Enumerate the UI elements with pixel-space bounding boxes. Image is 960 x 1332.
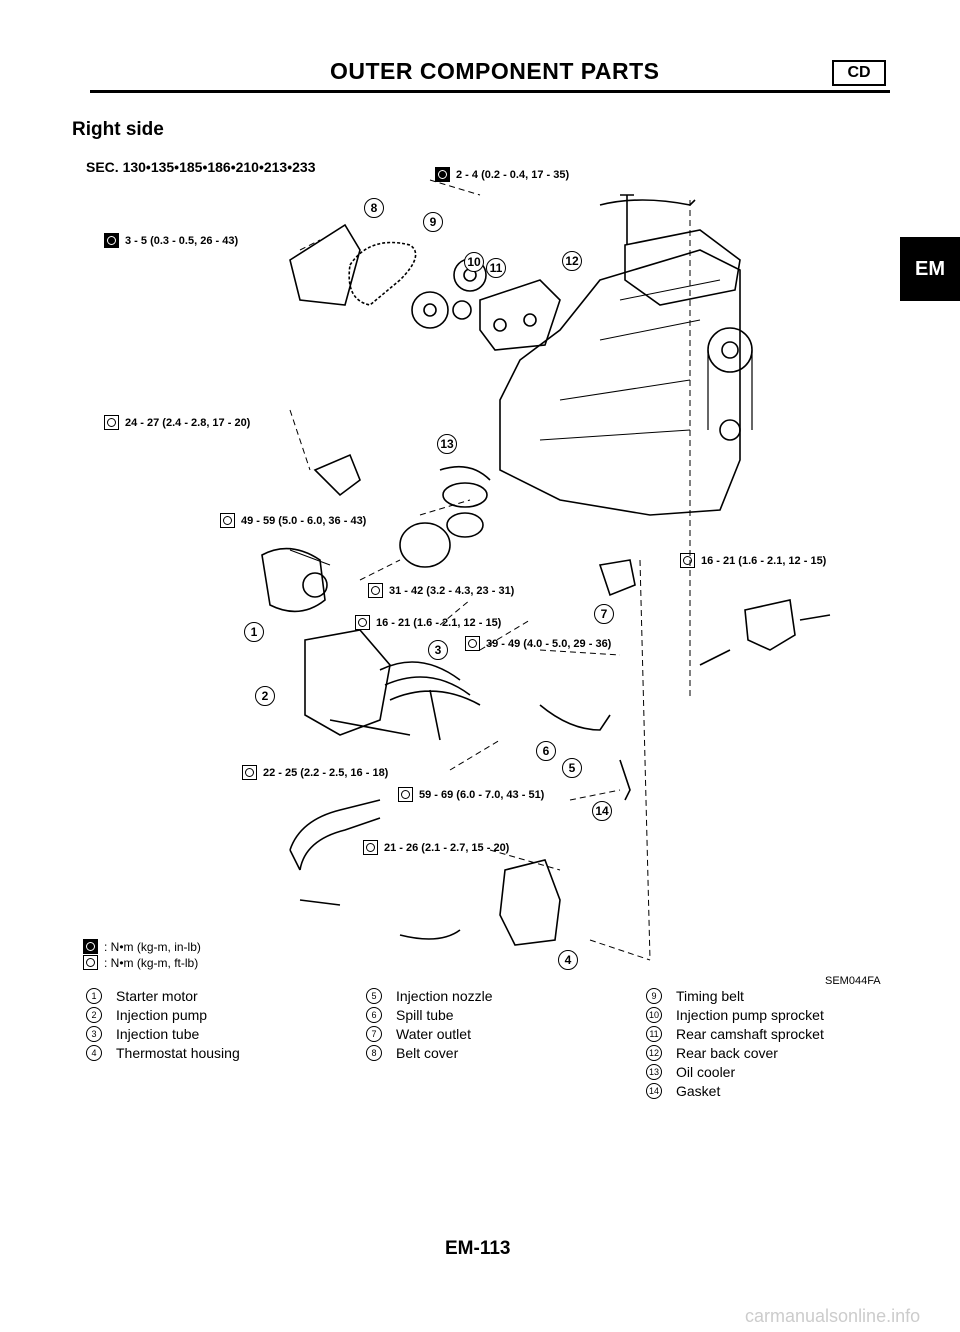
callout-4: 4: [558, 950, 578, 970]
oil-filter: [399, 522, 451, 568]
torque-ftlb-icon: [104, 415, 119, 430]
figure-code: SEM044FA: [825, 975, 881, 987]
injection-tube: [379, 661, 481, 741]
watermark[interactable]: carmanualsonline.info: [745, 1306, 921, 1326]
rear-back-cover: [479, 279, 561, 351]
water-outlet: [598, 559, 636, 597]
torque-spec: 31 - 42 (3.2 - 4.3, 23 - 31): [368, 583, 514, 598]
cd-badge: CD: [832, 60, 886, 86]
callout-8: 8: [364, 198, 384, 218]
torque-spec: 3 - 5 (0.3 - 0.5, 26 - 43): [104, 233, 238, 248]
torque-ftlb-icon: [465, 636, 480, 651]
page-number: EM-113: [445, 1238, 511, 1259]
injection-nozzle: [619, 759, 631, 801]
em-section-tab[interactable]: EM: [900, 237, 960, 301]
header-rule: [90, 90, 890, 93]
callout-3: 3: [428, 640, 448, 660]
torque-inlb-icon: [83, 939, 98, 954]
callout-2: 2: [255, 686, 275, 706]
torque-spec: 24 - 27 (2.4 - 2.8, 17 - 20): [104, 415, 250, 430]
coolant-pipe: [289, 799, 381, 906]
page-title: OUTER COMPONENT PARTS: [330, 58, 660, 84]
torque-ftlb-icon: [83, 955, 98, 970]
callout-10: 10: [464, 252, 484, 272]
callout-6: 6: [536, 741, 556, 761]
torque-spec: 16 - 21 (1.6 - 2.1, 12 - 15): [680, 553, 826, 568]
torque-ftlb-icon: [680, 553, 695, 568]
rocker-cover: [624, 229, 741, 306]
callout-14: 14: [592, 801, 612, 821]
callout-11: 11: [486, 258, 506, 278]
torque-ftlb-icon: [242, 765, 257, 780]
torque-spec: 22 - 25 (2.2 - 2.5, 16 - 18): [242, 765, 388, 780]
torque-ftlb-icon: [220, 513, 235, 528]
torque-spec: 49 - 59 (5.0 - 6.0, 36 - 43): [220, 513, 366, 528]
pulley: [707, 327, 753, 373]
torque-spec: 2 - 4 (0.2 - 0.4, 17 - 35): [435, 167, 569, 182]
callout-12: 12: [562, 251, 582, 271]
torque-spec: 16 - 21 (1.6 - 2.1, 12 - 15): [355, 615, 501, 630]
torque-ftlb-icon: [363, 840, 378, 855]
torque-inlb-icon: [435, 167, 450, 182]
starter-motor: [261, 547, 326, 613]
section-title: Right side: [72, 119, 164, 140]
torque-spec: 39 - 49 (4.0 - 5.0, 29 - 36): [465, 636, 611, 651]
torque-inlb-icon: [104, 233, 119, 248]
oil-cooler: [442, 482, 488, 508]
exploded-engine-diagram: [261, 179, 831, 961]
torque-spec: 21 - 26 (2.1 - 2.7, 15 - 20): [363, 840, 509, 855]
timing-belt: [348, 241, 417, 306]
gasket-strip: [599, 199, 696, 206]
legend-ftlb: : N•m (kg-m, ft-lb): [83, 955, 198, 970]
injection-pump: [304, 629, 391, 736]
torque-ftlb-icon: [368, 583, 383, 598]
section-codes: SEC. 130•135•185•186•210•213•233: [86, 159, 316, 175]
rear-camshaft-sprocket: [411, 291, 449, 329]
torque-ftlb-icon: [398, 787, 413, 802]
belt-cover: [289, 223, 361, 306]
callout-7: 7: [594, 604, 614, 624]
engine-block: [499, 249, 741, 516]
torque-ftlb-icon: [355, 615, 370, 630]
callout-13: 13: [437, 434, 457, 454]
callout-1: 1: [244, 622, 264, 642]
legend-inlb: : N•m (kg-m, in-lb): [83, 939, 201, 954]
callout-5: 5: [562, 758, 582, 778]
callout-9: 9: [423, 212, 443, 232]
torque-spec: 59 - 69 (6.0 - 7.0, 43 - 51): [398, 787, 544, 802]
spill-tube: [539, 704, 611, 731]
thermostat-housing: [499, 859, 561, 946]
